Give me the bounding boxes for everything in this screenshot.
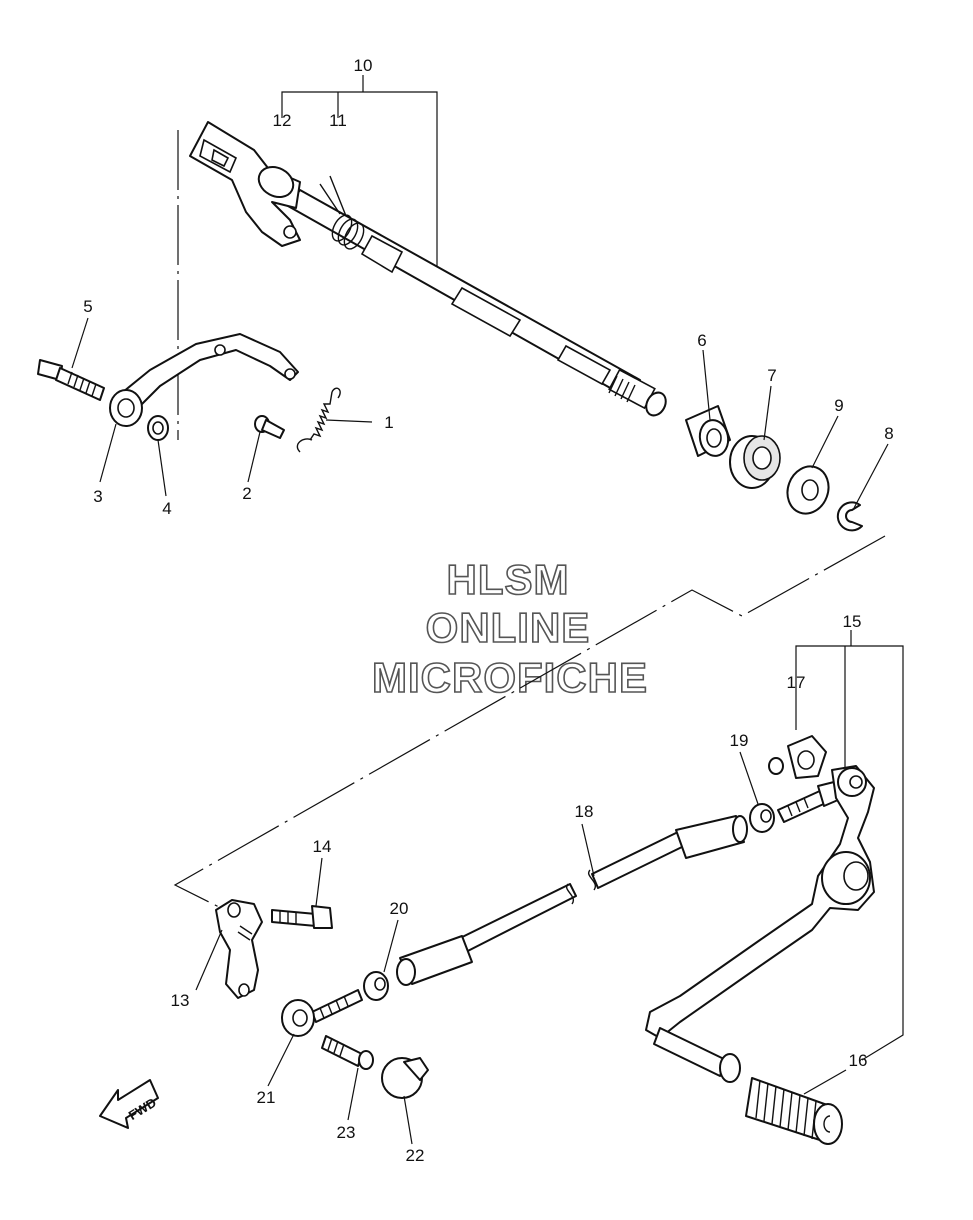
oil-seal-7 xyxy=(729,435,781,489)
callout-4: 4 xyxy=(162,499,171,518)
nut-20 xyxy=(363,971,389,1001)
nut-19 xyxy=(749,803,775,833)
callout-11: 11 xyxy=(329,111,347,130)
callout-19: 19 xyxy=(730,731,749,750)
shift-link-lever xyxy=(37,333,299,441)
watermark-line-1: HLSM xyxy=(447,556,570,603)
callout-1: 1 xyxy=(384,413,393,432)
shaft-step-2 xyxy=(450,286,522,338)
cover-22 xyxy=(381,1057,429,1099)
fwd-direction-badge: FWD xyxy=(99,1079,159,1129)
callout-14: 14 xyxy=(313,837,332,856)
callout-9: 9 xyxy=(834,396,843,415)
shaft-step-3 xyxy=(556,344,612,386)
callout-7: 7 xyxy=(767,366,776,385)
bolt-14 xyxy=(271,905,333,929)
fwd-arrow-icon xyxy=(99,1079,159,1129)
callout-13: 13 xyxy=(171,991,190,1010)
shift-arm-boss xyxy=(257,166,295,198)
rod-end-thread xyxy=(311,989,363,1023)
watermark: HLSM ONLINE MICROFICHE xyxy=(371,555,648,702)
callout-20: 20 xyxy=(390,899,409,918)
bolt-23 xyxy=(321,1035,374,1070)
guide-line-diagonal xyxy=(173,535,886,911)
callout-21: 21 xyxy=(257,1088,276,1107)
shift-rod-18 xyxy=(396,815,748,986)
callout-6: 6 xyxy=(697,331,706,350)
callout-18: 18 xyxy=(575,802,594,821)
callout-12: 12 xyxy=(273,111,292,130)
shift-arm-slot-hook xyxy=(211,148,230,168)
shaft-end xyxy=(645,391,667,417)
callout-17: 17 xyxy=(787,673,806,692)
spring-1 xyxy=(296,387,341,453)
shift-lever-arm xyxy=(117,333,299,413)
callout-23: 23 xyxy=(337,1123,356,1142)
shift-shaft-assembly xyxy=(189,121,667,417)
callout-15: 15 xyxy=(843,612,862,631)
joint-21 xyxy=(281,999,315,1037)
shaft-step-1 xyxy=(360,234,404,274)
torsion-spring xyxy=(319,175,365,250)
collar-17 xyxy=(768,735,827,779)
lever-13 xyxy=(215,899,263,999)
collar-6 xyxy=(685,405,731,457)
circlip-8 xyxy=(836,501,863,532)
shift-pedal-16 xyxy=(645,765,875,1145)
callout-22: 22 xyxy=(406,1146,425,1165)
bracket-10 xyxy=(281,75,438,268)
assembly-guide-lines xyxy=(173,130,886,911)
washer-9 xyxy=(786,465,830,515)
pin-2 xyxy=(254,415,285,439)
callout-2: 2 xyxy=(242,484,251,503)
callout-10: 10 xyxy=(354,56,373,75)
watermark-line-3: MICROFICHE xyxy=(372,654,648,701)
leader-lines xyxy=(71,317,889,1145)
bracket-15 xyxy=(795,630,904,1061)
watermark-line-2: ONLINE xyxy=(426,604,591,651)
callout-labels: 1 2 3 4 5 6 7 8 9 10 11 12 13 14 15 16 1… xyxy=(83,56,893,1165)
callout-16: 16 xyxy=(849,1051,868,1070)
pivot-bolt xyxy=(777,781,839,823)
callout-8: 8 xyxy=(884,424,893,443)
callout-5: 5 xyxy=(83,297,92,316)
callout-3: 3 xyxy=(93,487,102,506)
